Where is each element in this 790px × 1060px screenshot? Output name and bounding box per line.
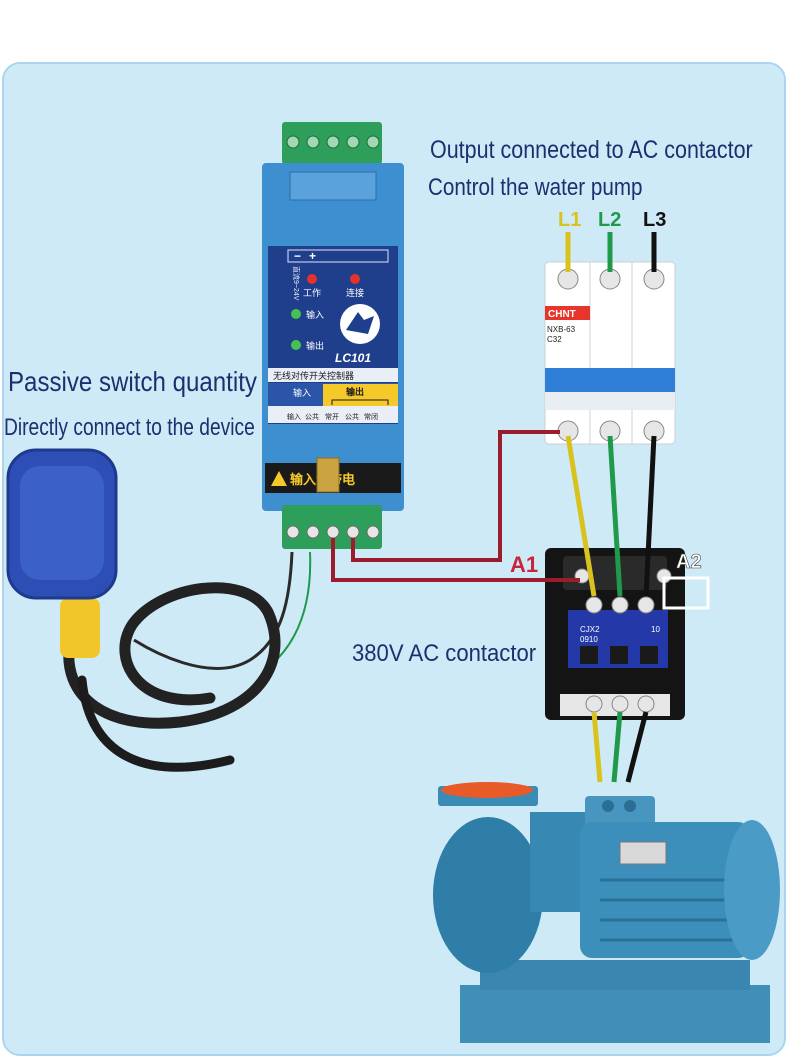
a2-label: A2: [676, 551, 702, 573]
pump-base: [460, 985, 770, 1043]
contactor-model: CJX2: [580, 625, 600, 634]
l3-label: L3: [643, 209, 666, 231]
term-com2-label: 公共: [345, 412, 359, 421]
a2-link-wire: [662, 576, 710, 610]
controller-device: − + 直流9~24V 工作 连接 输入 输出 LC101 无线对传开关控制器 …: [262, 122, 404, 549]
l1-label: L1: [558, 209, 581, 231]
device-name-label: 无线对传开关控制器: [273, 370, 354, 381]
pump-nameplate: [619, 841, 667, 865]
connect-led-label: 连接: [346, 287, 364, 298]
output-annotation-line1: Output connected to AC contactor: [430, 136, 753, 164]
water-pump: [433, 782, 780, 1043]
output-led: [291, 340, 301, 350]
contactor-annotation: 380V AC contactor: [352, 640, 537, 667]
warning-icon: [271, 471, 287, 486]
antenna-connector: [316, 457, 340, 493]
input-led-label: 输入: [306, 309, 324, 320]
connect-led: [350, 274, 360, 284]
power-plus-label: +: [309, 249, 316, 263]
phase-wires: [565, 232, 657, 783]
ac-contactor: CJX2 0910 10: [545, 548, 710, 720]
input-led: [291, 309, 301, 319]
contactor-pole: 10: [651, 625, 660, 634]
power-spec-label: 直流9~24V: [292, 266, 301, 301]
term-nc-label: 常闭: [364, 412, 378, 421]
model-label: LC101: [335, 351, 371, 365]
output-led-label: 输出: [306, 340, 324, 351]
breaker-model: NXB-63: [547, 325, 576, 334]
output-terminal-heading: 输出: [346, 386, 364, 397]
controller-to-a1-wire: [331, 538, 580, 582]
breaker-toggle-bar: [545, 368, 675, 392]
contactor-sub: 0910: [580, 635, 598, 644]
pump-volute: [433, 817, 543, 973]
input-terminal-heading: 输入: [293, 387, 311, 398]
float-cable: [63, 582, 281, 729]
a1-label: A1: [510, 552, 538, 577]
float-switch: [6, 448, 312, 772]
float-yellow-cap: [60, 598, 100, 658]
coil-wires: [331, 430, 580, 582]
breaker-brand: CHNT: [548, 309, 576, 320]
term-common-label: 公共: [305, 412, 319, 421]
power-minus-label: −: [294, 249, 301, 263]
l2-label: L2: [598, 209, 621, 231]
work-led: [307, 274, 317, 284]
work-led-label: 工作: [303, 287, 321, 298]
passive-annotation-line1: Passive switch quantity: [8, 366, 257, 397]
term-no-label: 常开: [325, 412, 339, 421]
output-annotation-line2: Control the water pump: [428, 174, 643, 201]
passive-annotation-line2: Directly connect to the device: [4, 414, 255, 441]
term-in-label: 输入: [287, 412, 301, 421]
circuit-breaker: CHNT NXB-63 C32: [544, 261, 676, 445]
breaker-rating: C32: [547, 335, 562, 344]
breaker-to-controller-wire: [351, 430, 560, 562]
